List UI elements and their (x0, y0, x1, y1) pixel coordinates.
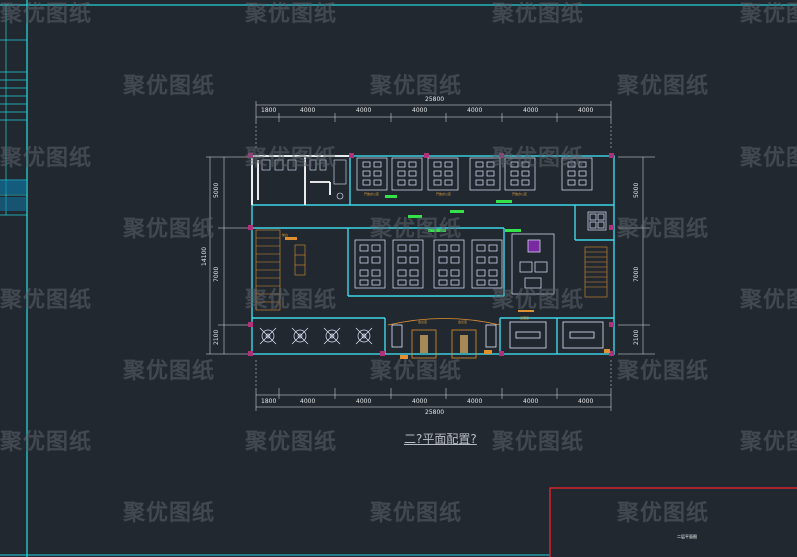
dim-top-3: 4000 (356, 107, 372, 114)
room-label-4: 会议室 (418, 320, 428, 324)
dim-top-6: 4000 (523, 107, 539, 114)
dim-bottom-1: 1800 (261, 398, 277, 405)
room-label-6: 经理室 (520, 316, 530, 320)
title-block-text: 二层平面图 (677, 534, 697, 539)
room-label-2: 开放办公区 (436, 192, 452, 196)
dim-left-total: 14100 (201, 246, 208, 266)
dim-left-2: 7000 (213, 266, 220, 282)
dim-top-1: 1800 (261, 107, 277, 114)
dim-right-1: 5000 (633, 182, 640, 198)
dim-bottom-6: 4000 (523, 398, 539, 405)
dim-top-5: 4000 (467, 107, 483, 114)
dim-bottom-5: 4000 (467, 398, 483, 405)
dim-bottom-2: 4000 (300, 398, 316, 405)
dim-top-4: 4000 (412, 107, 428, 114)
dim-right-3: 2100 (633, 329, 640, 345)
room-label-1: 开放办公区 (364, 192, 380, 196)
drawing-caption: 二?平面配置? (404, 432, 477, 446)
dim-top-7: 4000 (578, 107, 594, 114)
dim-bottom-7: 4000 (578, 398, 594, 405)
room-label-3: 开放办公区 (512, 192, 528, 196)
dim-bottom-total: 25800 (425, 409, 445, 416)
room-label-5: 会议室 (458, 320, 468, 324)
dim-bottom-4: 4000 (412, 398, 428, 405)
dim-top-2: 4000 (300, 107, 316, 114)
dim-top-total: 25800 (425, 96, 445, 103)
dim-right-2: 7000 (633, 266, 640, 282)
room-label-7: 前台 (282, 233, 289, 237)
dim-bottom-3: 4000 (356, 398, 372, 405)
dim-left-1: 5000 (213, 182, 220, 198)
dim-left-3: 2100 (213, 329, 220, 345)
